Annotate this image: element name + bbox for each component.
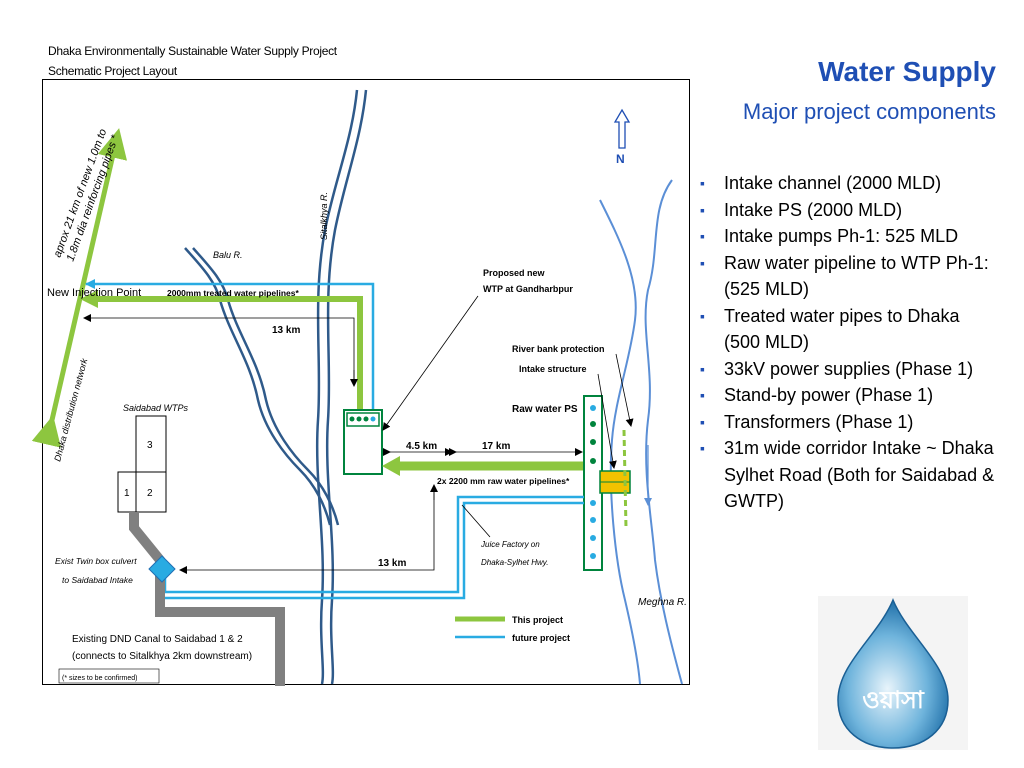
wasa-logo: ওয়াসা <box>818 596 968 750</box>
component-item: Raw water pipeline to WTP Ph-1: (525 MLD… <box>700 250 1000 303</box>
note-box <box>58 668 160 684</box>
pump-dot <box>590 500 596 506</box>
juice-factory-pointer <box>461 504 491 538</box>
saidabad-wtp-3 <box>135 415 167 473</box>
distribution-network-line <box>31 128 128 448</box>
components-list: Intake channel (2000 MLD) Intake PS (200… <box>700 170 1000 515</box>
wtp-1-label: 1 <box>124 488 130 499</box>
north-arrow-icon <box>613 108 631 149</box>
wtp-unit-dot <box>370 416 376 422</box>
wtp-filter-unit <box>346 412 380 427</box>
sitalkhya-label: Sitalkhya R. <box>319 192 329 240</box>
juice-factory-label-1: Juice Factory on <box>480 540 540 549</box>
saidabad-wtp-2 <box>135 471 167 513</box>
twin-box-culvert <box>148 555 176 583</box>
meghna-label: Meghna R. <box>638 597 687 608</box>
component-item: Intake pumps Ph-1: 525 MLD <box>700 223 1000 250</box>
project-header: Dhaka Environmentally Sustainable Water … <box>48 44 337 58</box>
balu-river <box>184 247 340 526</box>
distance-13km-top-line <box>83 314 355 385</box>
future-raw-pipeline-2 <box>156 501 584 600</box>
raw-ps-label: Raw water PS <box>512 404 578 415</box>
meghna-river <box>599 179 683 685</box>
distance-13km-bottom-line <box>179 486 435 574</box>
riverbank-pointer <box>615 353 634 427</box>
culvert-label-2: to Saidabad Intake <box>62 575 133 585</box>
wtp-label-1: Proposed new <box>483 268 546 278</box>
canal-label-1: Existing DND Canal to Saidabad 1 & 2 <box>72 634 243 645</box>
slide-subtitle: Major project components <box>742 99 996 124</box>
slide-title: Water Supply <box>818 56 996 87</box>
future-treated-pipeline <box>85 279 375 410</box>
wtp-unit-dot <box>349 416 355 422</box>
raw-pipes-label: 2x 2200 mm raw water pipelines* <box>437 476 570 486</box>
logo-text: ওয়াসা <box>862 687 925 714</box>
treated-water-pipeline <box>96 296 363 410</box>
raw-pipeline-arrowhead <box>382 456 400 476</box>
component-item: Transformers (Phase 1) <box>700 409 1000 436</box>
injection-point-label: New Injection Point <box>47 287 141 299</box>
distance-4-5km-label: 4.5 km <box>406 441 437 452</box>
distance-13km-bottom-label: 13 km <box>378 558 406 569</box>
distance-13km-top-label: 13 km <box>272 325 300 336</box>
pump-dot <box>590 439 596 445</box>
treated-pipeline-arrowhead <box>80 290 98 308</box>
wtp-pointer <box>382 295 479 431</box>
pump-dot <box>590 535 596 541</box>
balu-label: Balu R. <box>213 250 243 260</box>
intake-pointer <box>597 373 617 469</box>
pump-dot <box>590 458 596 464</box>
riverbank-protection <box>622 429 628 529</box>
intake-structure-label: Intake structure <box>519 364 587 374</box>
wtp-2-label: 2 <box>147 488 153 499</box>
component-item: Stand-by power (Phase 1) <box>700 382 1000 409</box>
component-item: 33kV power supplies (Phase 1) <box>700 356 1000 383</box>
juice-factory-label-2: Dhaka-Sylhet Hwy. <box>481 558 548 567</box>
component-item: Treated water pipes to Dhaka (500 MLD) <box>700 303 1000 356</box>
wtp-unit-dot <box>363 416 369 422</box>
distance-17km-label: 17 km <box>482 441 510 452</box>
sizes-note: (* sizes to be confirmed) <box>62 675 137 682</box>
wtp-unit-dot <box>356 416 362 422</box>
pump-dot <box>590 405 596 411</box>
sitalkhya-river <box>315 89 368 685</box>
component-item: Intake channel (2000 MLD) <box>700 170 1000 197</box>
component-item: Intake PS (2000 MLD) <box>700 197 1000 224</box>
canal-label-2: (connects to Sitalkhya 2km downstream) <box>72 651 252 662</box>
distribution-network-label: Dhaka distribution network <box>52 357 89 463</box>
pump-dot <box>590 421 596 427</box>
pump-dot <box>590 553 596 559</box>
pump-dot <box>590 517 596 523</box>
layout-header: Schematic Project Layout <box>48 64 177 78</box>
wtp-3-label: 3 <box>147 440 153 451</box>
saidabad-wtps-label: Saidabad WTPs <box>123 403 189 413</box>
wtp-label-2: WTP at Gandharbpur <box>483 284 573 294</box>
culvert-label-1: Exist Twin box culvert <box>55 556 137 566</box>
dnd-canal <box>129 512 285 686</box>
treated-pipes-label: 2000mm treated water pipelines* <box>167 288 300 298</box>
riverbank-label: River bank protection <box>512 344 605 354</box>
north-label: N <box>616 152 625 166</box>
component-item: 31m wide corridor Intake ~ Dhaka Sylhet … <box>700 435 1000 515</box>
legend-future-label: future project <box>512 633 570 643</box>
legend-this-label: This project <box>512 615 563 625</box>
